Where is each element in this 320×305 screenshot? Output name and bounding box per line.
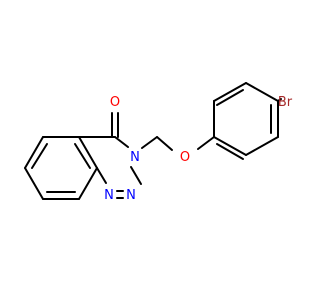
ether-oxygen-label: O [180, 150, 190, 165]
bond [216, 143, 244, 160]
bond [31, 143, 48, 169]
bond-layer [24, 82, 282, 200]
bond [245, 136, 279, 156]
bond [245, 82, 279, 102]
bond [277, 98, 282, 102]
bond [197, 136, 215, 150]
triazine-n3-label: N [130, 150, 140, 165]
bond [24, 136, 44, 169]
bond [130, 166, 142, 185]
triazine-n1-label: N [104, 188, 114, 203]
bond [78, 136, 98, 169]
bond [213, 136, 247, 156]
bromine-label: Br [278, 95, 293, 110]
bond [141, 136, 158, 149]
atom-label-layer: O N N N O Br [104, 95, 293, 203]
bond [114, 136, 129, 148]
structure-diagram: O N N N O Br [24, 82, 293, 203]
bond [24, 167, 44, 200]
bond [213, 82, 247, 102]
molecule-canvas: O N N N O Br [24, 82, 293, 203]
carbonyl-oxygen-label: O [110, 95, 120, 110]
bond [78, 167, 98, 200]
bond [216, 89, 244, 106]
bond [74, 143, 91, 169]
bond [156, 136, 173, 151]
bond [96, 167, 107, 184]
triazine-n2-label: N [126, 188, 136, 203]
